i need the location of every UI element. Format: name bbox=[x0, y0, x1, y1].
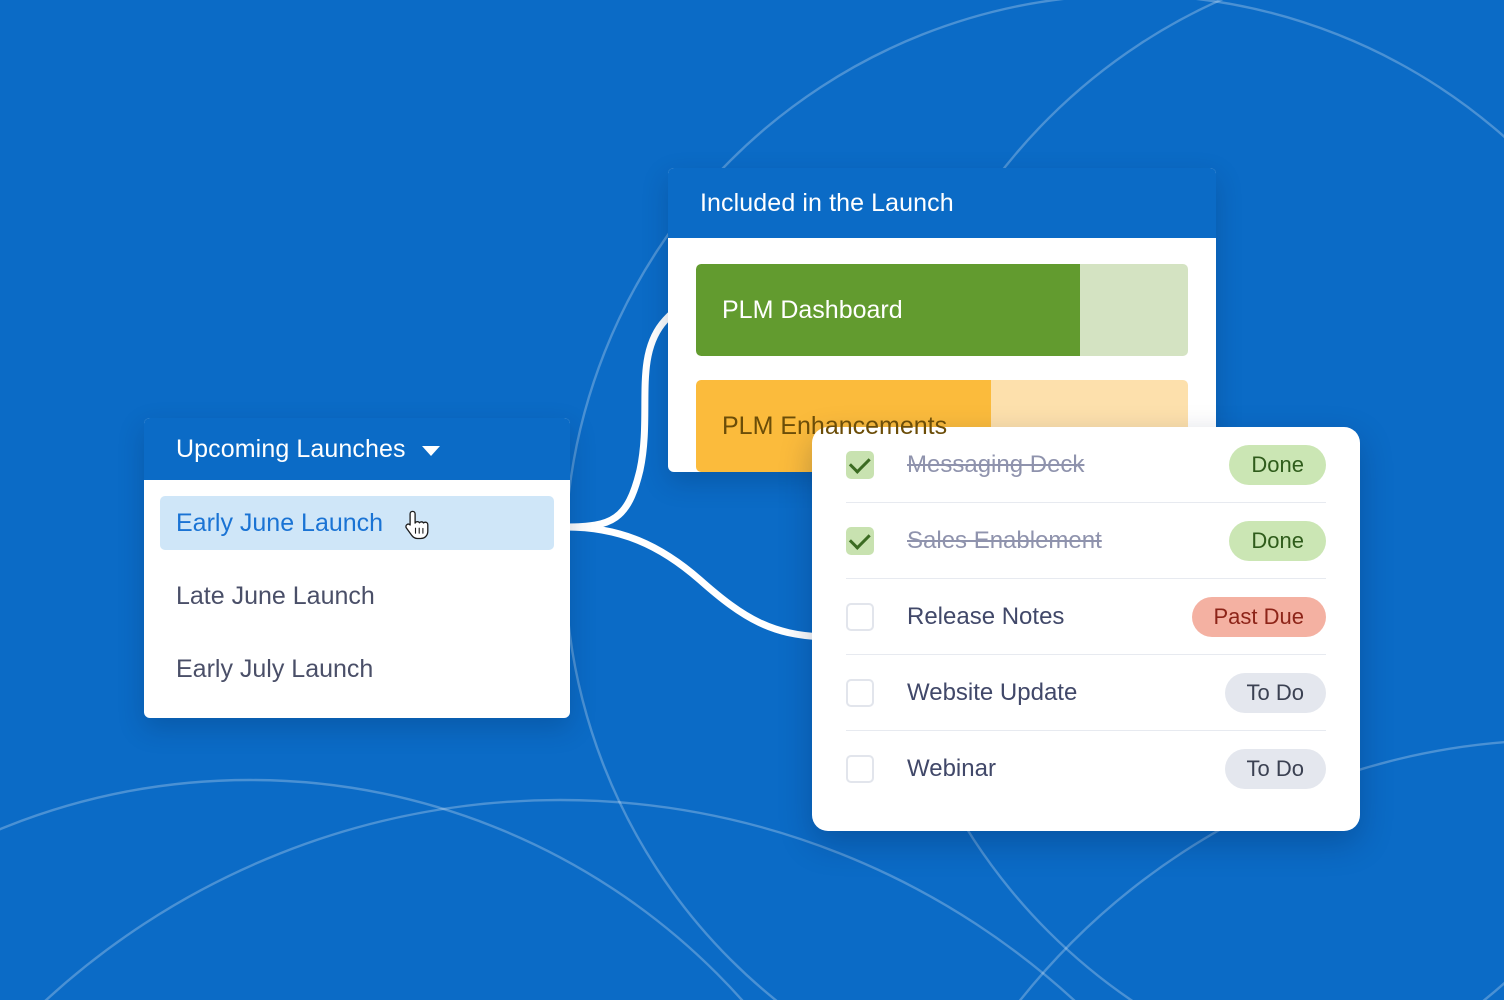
task-label: Webinar bbox=[907, 754, 996, 782]
task-row[interactable]: Sales Enablement Done bbox=[846, 503, 1326, 579]
upcoming-launches-card: Upcoming Launches Early June Launch Late… bbox=[144, 418, 570, 718]
launch-option-list: Early June Launch Late June Launch Early… bbox=[144, 480, 570, 696]
progress-bar-label: PLM Enhancements bbox=[722, 411, 948, 440]
status-badge: To Do bbox=[1224, 672, 1326, 713]
checkbox-checked-icon[interactable] bbox=[846, 450, 874, 479]
task-label: Sales Enablement bbox=[907, 526, 1102, 554]
page-title: Upcoming Launches bbox=[176, 434, 406, 463]
progress-bar-row[interactable]: PLM Dashboard bbox=[696, 264, 1188, 356]
task-label: Release Notes bbox=[907, 602, 1065, 630]
task-row[interactable]: Release Notes Past Due bbox=[846, 579, 1326, 655]
check-icon bbox=[848, 527, 871, 550]
checkbox-unchecked-icon[interactable] bbox=[846, 678, 874, 707]
launch-option-label: Early June Launch bbox=[176, 508, 384, 537]
launch-option-early-july[interactable]: Early July Launch bbox=[160, 642, 554, 696]
task-checklist-card: Messaging Deck Done Sales Enablement Don… bbox=[812, 427, 1360, 831]
progress-bar-fill bbox=[696, 264, 1080, 356]
launch-option-late-june[interactable]: Late June Launch bbox=[160, 569, 554, 623]
checkbox-checked-icon[interactable] bbox=[846, 526, 874, 555]
checkbox-unchecked-icon[interactable] bbox=[846, 602, 874, 631]
launch-option-early-june[interactable]: Early June Launch bbox=[160, 496, 554, 550]
chevron-down-icon[interactable] bbox=[421, 445, 440, 456]
task-row[interactable]: Messaging Deck Done bbox=[846, 427, 1326, 503]
status-badge: Past Due bbox=[1191, 596, 1326, 637]
launch-option-label: Late June Launch bbox=[176, 581, 375, 610]
status-badge: Done bbox=[1229, 444, 1326, 485]
status-badge: Done bbox=[1229, 520, 1326, 561]
included-card-header: Included in the Launch bbox=[668, 168, 1216, 238]
status-badge: To Do bbox=[1224, 748, 1326, 789]
task-label: Website Update bbox=[907, 678, 1078, 706]
task-row[interactable]: Webinar To Do bbox=[846, 731, 1326, 806]
included-card-title: Included in the Launch bbox=[700, 188, 954, 217]
task-row[interactable]: Website Update To Do bbox=[846, 655, 1326, 731]
task-label: Messaging Deck bbox=[907, 450, 1085, 478]
pointing-hand-cursor-icon bbox=[405, 510, 429, 540]
launch-option-label: Early July Launch bbox=[176, 654, 374, 683]
upcoming-launches-header[interactable]: Upcoming Launches bbox=[144, 418, 570, 480]
check-icon bbox=[848, 451, 871, 474]
checkbox-unchecked-icon[interactable] bbox=[846, 754, 874, 783]
included-in-launch-card: Included in the Launch PLM Dashboard PLM… bbox=[668, 168, 1216, 472]
progress-bar-label: PLM Dashboard bbox=[722, 295, 903, 324]
